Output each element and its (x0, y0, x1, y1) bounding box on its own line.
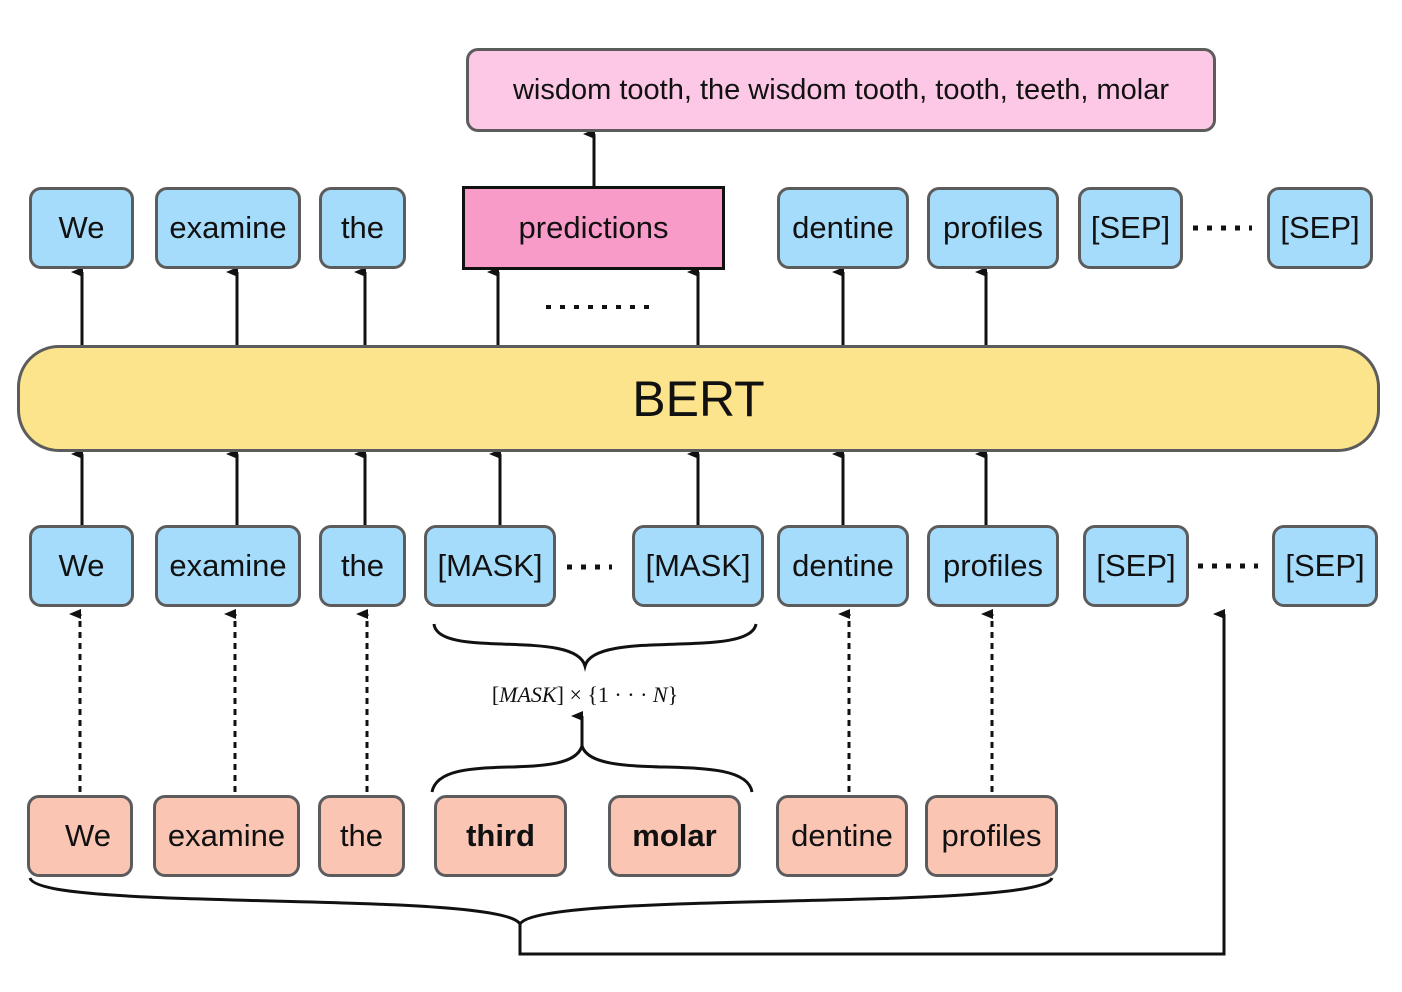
source-token-molar: molar (608, 795, 741, 877)
output-token-sep-2: [SEP] (1267, 187, 1373, 269)
source-token-the: the (318, 795, 405, 877)
source-token-dentine: dentine (776, 795, 908, 877)
output-predictions-box: wisdom tooth, the wisdom tooth, tooth, t… (466, 48, 1216, 132)
bert-label: BERT (632, 370, 765, 427)
formula-end-brace: } (667, 682, 679, 707)
mask-formula: [MASK] × {1 · · · N} (460, 682, 710, 708)
input-token-we: We (29, 525, 134, 607)
output-token-dentine: dentine (777, 187, 909, 269)
formula-n: N (652, 682, 668, 707)
source-token-third: third (434, 795, 567, 877)
output-token-we: We (29, 187, 134, 269)
sentence-to-sep-connector (518, 609, 1226, 956)
sentence-brace (28, 877, 1054, 927)
bert-output-arrows (71, 267, 988, 346)
source-token-profiles: profiles (925, 795, 1058, 877)
output-token-sep-1: [SEP] (1078, 187, 1183, 269)
input-token-sep-1: [SEP] (1083, 525, 1189, 607)
source-mask-brace (430, 740, 754, 793)
formula-open-bracket: [ (491, 682, 500, 707)
input-token-profiles: profiles (927, 525, 1059, 607)
input-bert-arrows (71, 449, 988, 525)
source-token-we: We (27, 795, 133, 877)
output-token-examine: examine (155, 187, 301, 269)
source-token-examine: examine (153, 795, 300, 877)
formula-times-range: × {1 · · · (563, 682, 653, 707)
bert-model: BERT (17, 345, 1380, 452)
mask-brace (432, 623, 758, 672)
output-predictions-text: wisdom tooth, the wisdom tooth, tooth, t… (512, 73, 1170, 106)
formula-close-bracket: ] (556, 682, 564, 707)
input-token-sep-2: [SEP] (1272, 525, 1378, 607)
input-token-dentine: dentine (777, 525, 909, 607)
output-token-profiles: profiles (927, 187, 1059, 269)
input-token-mask-1: [MASK] (424, 525, 556, 607)
output-token-the: the (319, 187, 406, 269)
input-token-mask-2: [MASK] (632, 525, 764, 607)
predictions-box: predictions (462, 186, 725, 270)
input-token-examine: examine (155, 525, 301, 607)
source-input-dotted-arrows (69, 609, 994, 792)
formula-mask: MASK (499, 682, 557, 707)
input-token-the: the (319, 525, 406, 607)
